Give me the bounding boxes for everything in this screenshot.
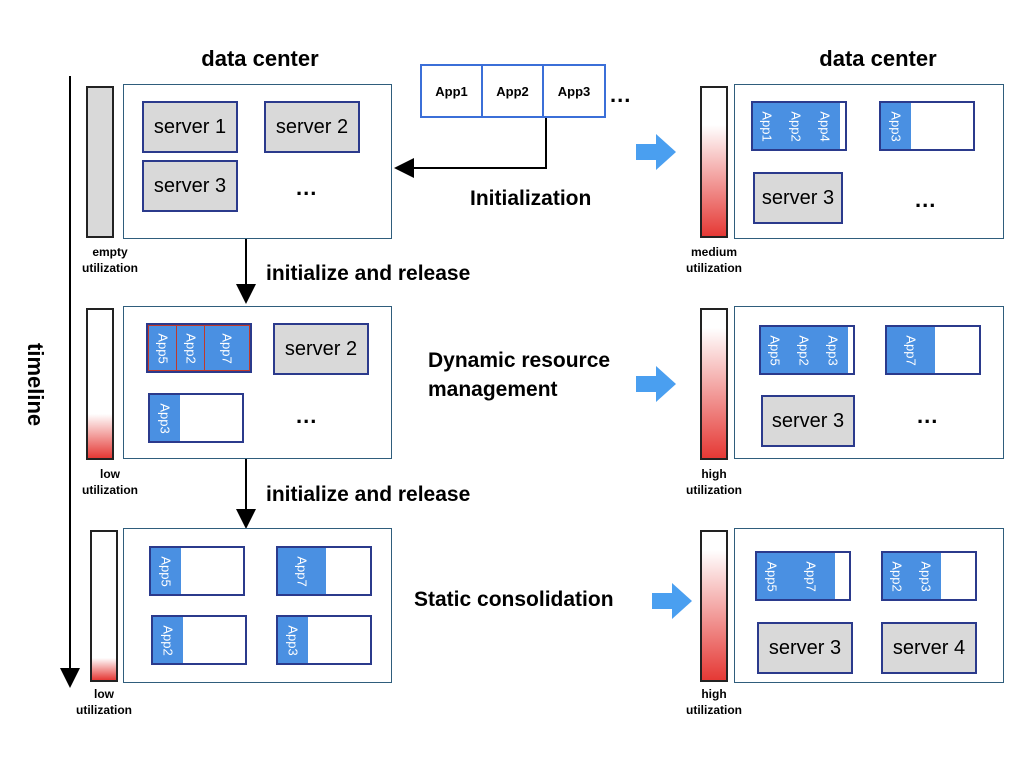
server-slot: App5 [149, 546, 245, 596]
app-block: App5 [761, 327, 791, 373]
utilization-bar [700, 308, 728, 460]
right-title: data center [819, 46, 937, 71]
server-slot: App3 [879, 101, 975, 151]
data-center: server 1 server 2 server 3 ... [123, 84, 392, 239]
app-block: App3 [912, 553, 941, 599]
app-block: App4 [811, 103, 840, 149]
data-center: App1 App2 App4 App3 server 3 ... [734, 84, 1004, 239]
ellipsis: ... [296, 403, 318, 428]
app-block: App2 [176, 325, 206, 371]
queue-app1: App1 [420, 64, 483, 118]
ellipsis: ... [917, 403, 939, 428]
transform-arrow-2 [636, 366, 676, 402]
app-block: App7 [787, 553, 835, 599]
server-3: server 3 [757, 622, 853, 674]
step-dynamic-2: management [428, 378, 558, 401]
utilization-bar [700, 86, 728, 238]
data-center: App5 App2 App7 server 2 App3 ... [123, 306, 392, 459]
step-initialization: Initialization [470, 187, 592, 210]
server-slot: App5 App2 App7 [146, 323, 252, 373]
server-slot: App3 [276, 615, 372, 665]
data-center: App5 App2 App3 App7 server 3 ... [734, 306, 1004, 459]
data-center: App5 App7 App2 App3 [123, 528, 392, 683]
server-2: server 2 [264, 101, 360, 153]
server-1: server 1 [142, 101, 238, 153]
server-slot: App5 App2 App3 [759, 325, 855, 375]
utilization-bar [90, 530, 118, 682]
ellipsis: ... [296, 175, 318, 200]
app-block: App3 [278, 617, 308, 663]
left-title: data center [201, 46, 319, 71]
server-2: server 2 [273, 323, 369, 375]
ellipsis: ... [915, 187, 937, 212]
step-init-release-1: initialize and release [266, 262, 471, 285]
server-slot: App5 App7 [755, 551, 851, 601]
app-block: App1 [753, 103, 783, 149]
app-block: App3 [150, 395, 180, 441]
server-slot: App7 [276, 546, 372, 596]
server-slot: App2 [151, 615, 247, 665]
server-slot: App3 [148, 393, 244, 443]
step-static: Static consolidation [414, 588, 614, 611]
data-center: App5 App7 App2 App3 server 3 server 4 [734, 528, 1004, 683]
app-block: App7 [204, 325, 250, 371]
server-4: server 4 [881, 622, 977, 674]
app-block: App2 [790, 327, 820, 373]
app-block: App3 [881, 103, 911, 149]
server-3: server 3 [142, 160, 238, 212]
server-3: server 3 [761, 395, 855, 447]
step-init-release-2: initialize and release [266, 483, 471, 506]
app-block: App2 [153, 617, 183, 663]
server-slot: App7 [885, 325, 981, 375]
app-block: App2 [782, 103, 812, 149]
transform-arrow-1 [636, 134, 676, 170]
server-slot: App2 App3 [881, 551, 977, 601]
queue-app3: App3 [542, 64, 606, 118]
utilization-bar [700, 530, 728, 682]
server-slot: App1 App2 App4 [751, 101, 847, 151]
app-block: App3 [819, 327, 848, 373]
app-block: App5 [148, 325, 178, 371]
queue-ellipsis: ... [610, 82, 632, 107]
step-dynamic-1: Dynamic resource [428, 349, 611, 372]
utilization-bar [86, 308, 114, 460]
app-block: App7 [887, 327, 935, 373]
utilization-bar [86, 86, 114, 238]
transform-arrow-3 [652, 583, 692, 619]
server-3: server 3 [753, 172, 843, 224]
queue-app2: App2 [481, 64, 544, 118]
app-block: App5 [151, 548, 181, 594]
app-block: App5 [757, 553, 788, 599]
app-block: App2 [883, 553, 913, 599]
app-block: App7 [278, 548, 326, 594]
